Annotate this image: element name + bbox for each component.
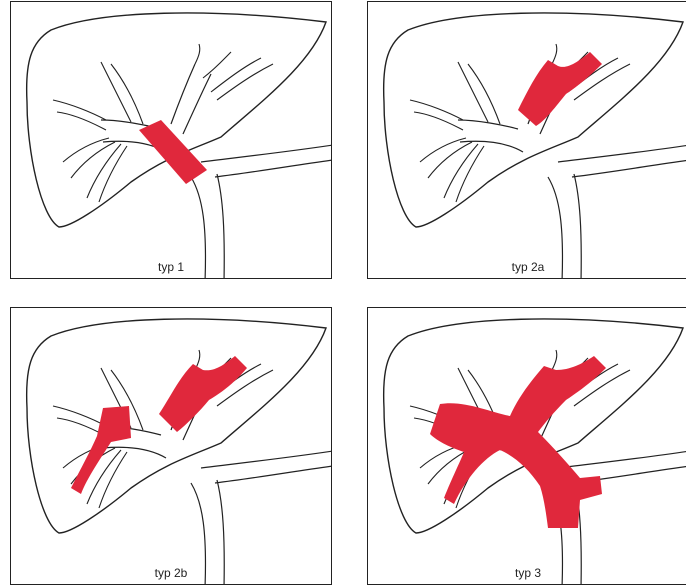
panel-label: typ 2b [11,566,331,580]
panel-label: typ 2a [368,260,686,274]
panel-typ-3: typ 3 [367,307,686,585]
panel-label: typ 3 [368,566,686,580]
liver-diagram [368,2,686,279]
panel-typ-2a: typ 2a [367,1,686,279]
panel-label: typ 1 [11,260,331,274]
liver-diagram [368,308,686,585]
liver-diagram [11,2,332,279]
panel-typ-2b: typ 2b [10,307,332,585]
panel-typ-1: typ 1 [10,1,332,279]
liver-diagram [11,308,332,585]
